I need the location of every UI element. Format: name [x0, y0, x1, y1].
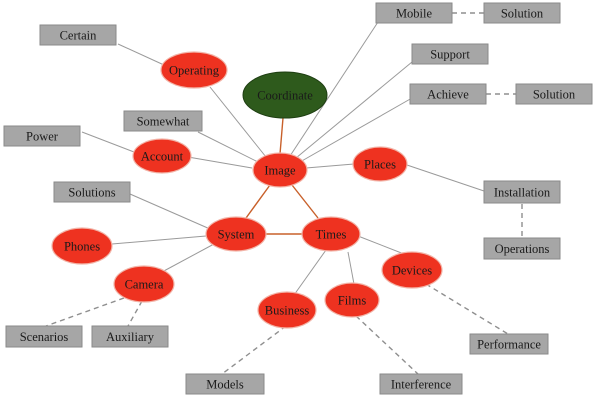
oval-places-label: Places [364, 158, 396, 172]
box-solution-right-label: Solution [533, 88, 576, 102]
box-performance: Performance [469, 333, 549, 355]
link-image-somewhat [197, 131, 259, 163]
box-models-label: Models [206, 378, 244, 392]
dash-business-models [221, 325, 287, 375]
oval-camera-label: Camera [125, 278, 164, 292]
link-image-times [291, 184, 319, 219]
oval-devices: Devices [381, 251, 443, 289]
link-image-achieve [299, 97, 413, 163]
connector-lines [45, 12, 523, 375]
box-support: Support [411, 43, 489, 65]
link-system-phones [111, 235, 207, 245]
link-image-operating [209, 86, 267, 158]
box-interference: Interference [379, 373, 463, 395]
box-somewhat-label: Somewhat [137, 115, 190, 129]
oval-coordinate-label: Coordinate [257, 89, 313, 103]
box-auxiliary-label: Auxiliary [106, 330, 155, 344]
oval-phones-label: Phones [64, 240, 100, 254]
box-operations-label: Operations [495, 242, 550, 256]
oval-image-label: Image [264, 164, 296, 178]
oval-operating: Operating [160, 51, 228, 89]
box-support-label: Support [430, 48, 470, 62]
box-mobile: Mobile [375, 2, 453, 24]
box-scenarios: Scenarios [5, 325, 83, 348]
oval-system-label: System [218, 228, 255, 242]
oval-times: Times [301, 216, 361, 252]
oval-account: Account [132, 138, 192, 174]
box-certain: Certain [39, 24, 117, 46]
link-image-places [305, 163, 355, 169]
box-performance-label: Performance [477, 338, 541, 352]
oval-coordinate: Coordinate [242, 71, 328, 119]
oval-business-label: Business [265, 304, 310, 318]
box-power-label: Power [26, 130, 59, 144]
box-achieve: Achieve [409, 83, 487, 105]
box-scenarios-label: Scenarios [20, 330, 69, 344]
box-operations: Operations [483, 237, 561, 260]
link-operating-certain [117, 43, 165, 66]
box-solutions: Solutions [53, 181, 131, 203]
oval-places: Places [352, 146, 408, 182]
box-mobile-label: Mobile [396, 7, 433, 21]
link-times-devices [357, 235, 405, 255]
link-times-business [293, 249, 327, 296]
link-image-account [187, 156, 253, 169]
link-image-support [295, 61, 413, 159]
oval-films-label: Films [338, 294, 367, 308]
oval-business: Business [257, 291, 317, 329]
link-system-camera [161, 243, 215, 273]
oval-times-label: Times [316, 228, 347, 242]
box-somewhat: Somewhat [123, 110, 203, 132]
box-installation-label: Installation [494, 186, 551, 200]
dash-films-interference [355, 315, 419, 375]
box-solution-top: Solution [483, 2, 561, 24]
dash-camera-auxiliary [127, 300, 143, 327]
box-installation: Installation [483, 180, 561, 204]
box-solutions-label: Solutions [68, 186, 115, 200]
box-auxiliary: Auxiliary [91, 325, 169, 348]
oval-devices-label: Devices [392, 264, 432, 278]
box-achieve-label: Achieve [427, 88, 469, 102]
box-interference-label: Interference [391, 378, 452, 392]
box-certain-label: Certain [60, 29, 98, 43]
oval-account-label: Account [141, 150, 184, 164]
box-models: Models [185, 373, 265, 395]
link-image-coordinate [279, 117, 284, 155]
oval-camera: Camera [113, 265, 175, 303]
dash-devices-performance [425, 283, 509, 335]
oval-operating-label: Operating [169, 64, 220, 78]
link-image-system [245, 184, 271, 219]
link-account-power [81, 131, 135, 153]
oval-system: System [205, 216, 267, 252]
box-solution-right: Solution [515, 83, 593, 105]
box-power: Power [3, 125, 81, 147]
link-image-mobile [289, 21, 379, 157]
link-times-films [347, 251, 355, 285]
box-solution-top-label: Solution [501, 7, 544, 21]
oval-films: Films [324, 282, 380, 318]
dash-camera-scenarios [45, 297, 125, 327]
oval-image: Image [252, 152, 308, 188]
oval-phones: Phones [51, 227, 113, 265]
link-system-solutions [129, 193, 211, 230]
link-places-installation [403, 163, 485, 192]
